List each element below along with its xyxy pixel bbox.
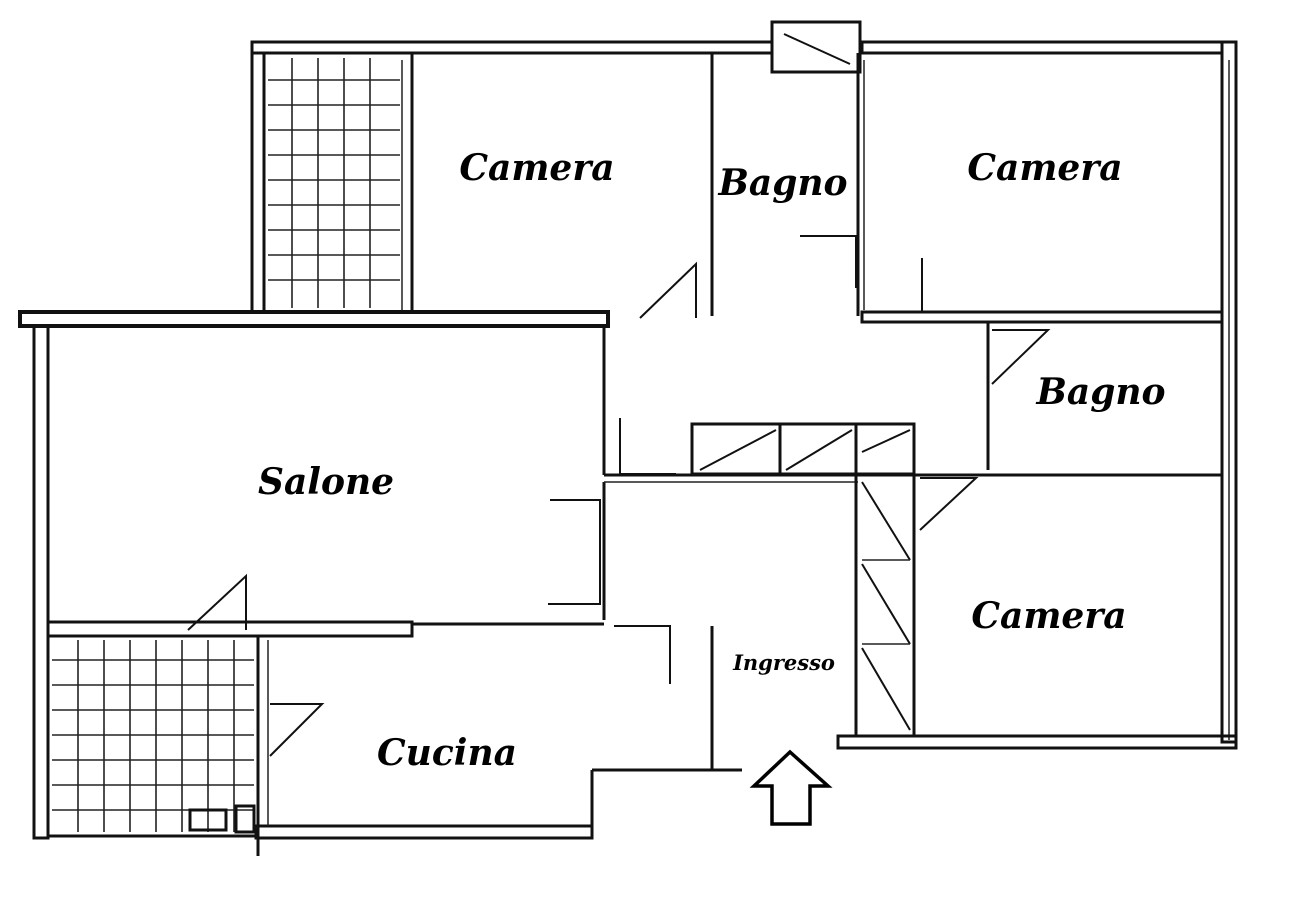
room-label-camera-top-left: Camera xyxy=(459,147,614,189)
room-label-bagno-right: Bagno xyxy=(1035,371,1165,413)
room-label-ingresso: Ingresso xyxy=(732,650,835,675)
entrance-arrow-icon xyxy=(749,749,833,826)
room-label-salone: Salone xyxy=(258,461,394,503)
room-label-camera-top-right: Camera xyxy=(967,147,1122,189)
exterior-walls xyxy=(18,20,1238,840)
room-label-bagno-top: Bagno xyxy=(717,162,847,204)
interior-walls xyxy=(46,53,1222,856)
balcony-tiles-top xyxy=(268,58,400,308)
door-swings xyxy=(187,235,1051,757)
room-label-camera-bottom-right: Camera xyxy=(971,595,1126,637)
room-labels: Camera Bagno Camera Bagno Salone Camera … xyxy=(258,147,1166,774)
balcony-tiles-bottom xyxy=(52,640,256,834)
room-label-cucina: Cucina xyxy=(377,732,517,774)
